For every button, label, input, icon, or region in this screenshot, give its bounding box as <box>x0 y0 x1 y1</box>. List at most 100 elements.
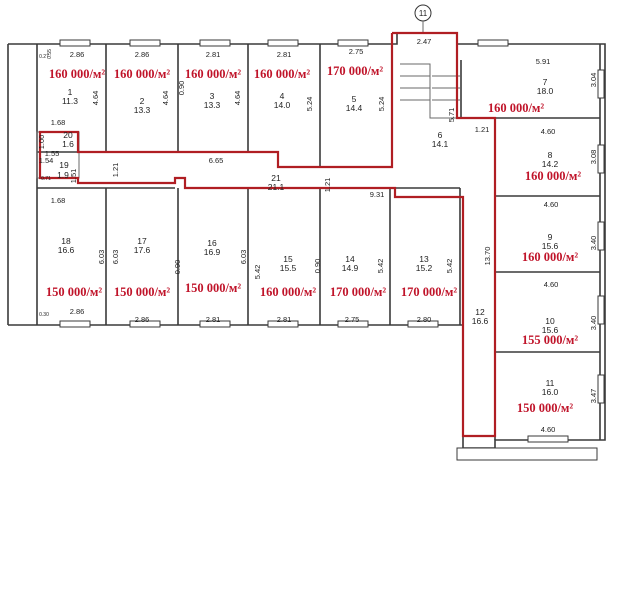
dim-w1: 1.68 <box>51 118 66 127</box>
room-1-area: 11.3 <box>62 96 78 106</box>
room-15-area: 15.5 <box>280 263 297 273</box>
room-9-number: 9 <box>548 232 553 242</box>
room-12-area: 16.6 <box>472 316 489 326</box>
room-10-area: 15.6 <box>542 325 559 335</box>
dim-v4: 5.24 <box>305 97 314 112</box>
dim-v9: 3.40 <box>589 236 598 251</box>
dim-b14: 2.75 <box>345 315 360 324</box>
dim-v3: 4.64 <box>233 91 242 106</box>
room-11-price: 150 000/м² <box>517 401 574 415</box>
room-6-area: 14.1 <box>432 139 449 149</box>
room-14-price: 170 000/м² <box>330 285 387 299</box>
room-16-price: 150 000/м² <box>185 281 242 295</box>
dim-room-10: 4.60 <box>544 280 559 289</box>
room-18-area: 16.6 <box>58 245 75 255</box>
dim-w6: 1.51 <box>69 169 78 184</box>
dim-corridor: 6.65 <box>209 156 224 165</box>
room-10-price: 155 000/м² <box>522 333 579 347</box>
dim-room-12-length: 13.70 <box>483 247 492 266</box>
dim-corridor-w2: 1.21 <box>323 178 332 193</box>
dim-v2: 4.64 <box>161 91 170 106</box>
room-6-number: 6 <box>438 130 443 140</box>
room-15-number: 15 <box>283 254 293 264</box>
room-3-price: 160 000/м² <box>185 67 242 81</box>
room-13-area: 15.2 <box>416 263 433 273</box>
room-labels: 160 000/м² 1 11.3 160 000/м² 2 13.3 160 … <box>46 64 582 415</box>
dim-v5: 5.24 <box>377 97 386 112</box>
room-21-number: 21 <box>271 173 281 183</box>
room-11-number: 11 <box>546 378 555 388</box>
dim-top-1: 2.86 <box>70 50 85 59</box>
dim-v14: 5.42 <box>376 259 385 274</box>
dim-top-4: 2.81 <box>277 50 292 59</box>
room-14-area: 14.9 <box>342 263 359 273</box>
dim-door-3: 0.90 <box>313 259 322 274</box>
dim-room-7: 5.91 <box>536 57 551 66</box>
room-20-area: 1.6 <box>62 139 74 149</box>
room-16-number: 16 <box>207 238 217 248</box>
room-9-price: 160 000/м² <box>522 250 579 264</box>
dim-w2: 1.68 <box>51 196 66 205</box>
room-18-number: 18 <box>61 236 71 246</box>
room-15-price: 160 000/м² <box>260 285 317 299</box>
dim-v17: 6.03 <box>111 250 120 265</box>
dim-v18: 6.03 <box>97 250 106 265</box>
room-19-area: 1.9 <box>57 170 69 180</box>
room-4-number: 4 <box>280 91 285 101</box>
dim-s1: 0.71 <box>41 176 51 182</box>
room-18-price: 150 000/м² <box>46 285 103 299</box>
dim-room-11: 4.60 <box>541 425 556 434</box>
room-17-number: 17 <box>137 236 147 246</box>
dim-w5: 1.00 <box>37 135 46 150</box>
corridor-highlight <box>38 31 497 438</box>
room-17-area: 17.6 <box>134 245 151 255</box>
dimension-labels: 2.86 2.86 2.81 2.81 2.75 2.47 5.91 4.60 … <box>37 37 598 434</box>
dim-v16: 6.03 <box>239 250 248 265</box>
room-8-number: 8 <box>548 150 553 160</box>
room-13-price: 170 000/м² <box>401 285 458 299</box>
dim-b16: 2.81 <box>206 315 221 324</box>
room-3-area: 13.3 <box>204 100 221 110</box>
room-14-number: 14 <box>345 254 355 264</box>
dim-v1: 4.64 <box>91 91 100 106</box>
room-13-number: 13 <box>419 254 429 264</box>
dim-s2: 0.30 <box>39 312 49 318</box>
room-17-price: 150 000/м² <box>114 285 171 299</box>
dim-room-9: 4.60 <box>544 200 559 209</box>
room-1-number: 1 <box>68 87 73 97</box>
room-19-number: 19 <box>59 160 69 170</box>
room-7-price: 160 000/м² <box>488 101 545 115</box>
room-12-number: 12 <box>475 307 485 317</box>
room-9-area: 15.6 <box>542 241 559 251</box>
room-11-area: 16.0 <box>542 387 559 397</box>
room-5-price: 170 000/м² <box>327 64 384 78</box>
room-1-price: 160 000/м² <box>49 67 106 81</box>
room-2-area: 13.3 <box>134 105 151 115</box>
room-5-area: 14.4 <box>346 103 363 113</box>
dim-b15: 2.81 <box>277 315 292 324</box>
room-4-area: 14.0 <box>274 100 291 110</box>
dim-corridor-w1: 1.21 <box>111 163 120 178</box>
room-5-number: 5 <box>352 94 357 104</box>
room-20-number: 20 <box>63 130 73 140</box>
room-7-number: 7 <box>543 77 548 87</box>
dim-b13: 2.80 <box>417 315 432 324</box>
dim-v11: 3.47 <box>589 389 598 404</box>
dim-v13: 5.42 <box>445 259 454 274</box>
dim-door-1: 0.90 <box>177 81 186 96</box>
room-21-area: 21.1 <box>268 182 285 192</box>
room-2-number: 2 <box>140 96 145 106</box>
room-16-area: 16.9 <box>204 247 221 257</box>
dim-corridor-w3: 1.21 <box>475 125 490 134</box>
dim-top-3: 2.81 <box>206 50 221 59</box>
dim-w4: 1.54 <box>39 156 54 165</box>
room-8-price: 160 000/м² <box>525 169 582 183</box>
dim-v15: 5.42 <box>253 265 262 280</box>
dim-corridor-2: 9.31 <box>370 190 385 199</box>
axis-label: 11 <box>419 9 428 18</box>
dim-s3: 0.27 <box>39 54 49 60</box>
room-3-number: 3 <box>210 91 215 101</box>
dim-s4: 0.55 <box>47 49 53 59</box>
room-10-number: 10 <box>545 316 555 326</box>
